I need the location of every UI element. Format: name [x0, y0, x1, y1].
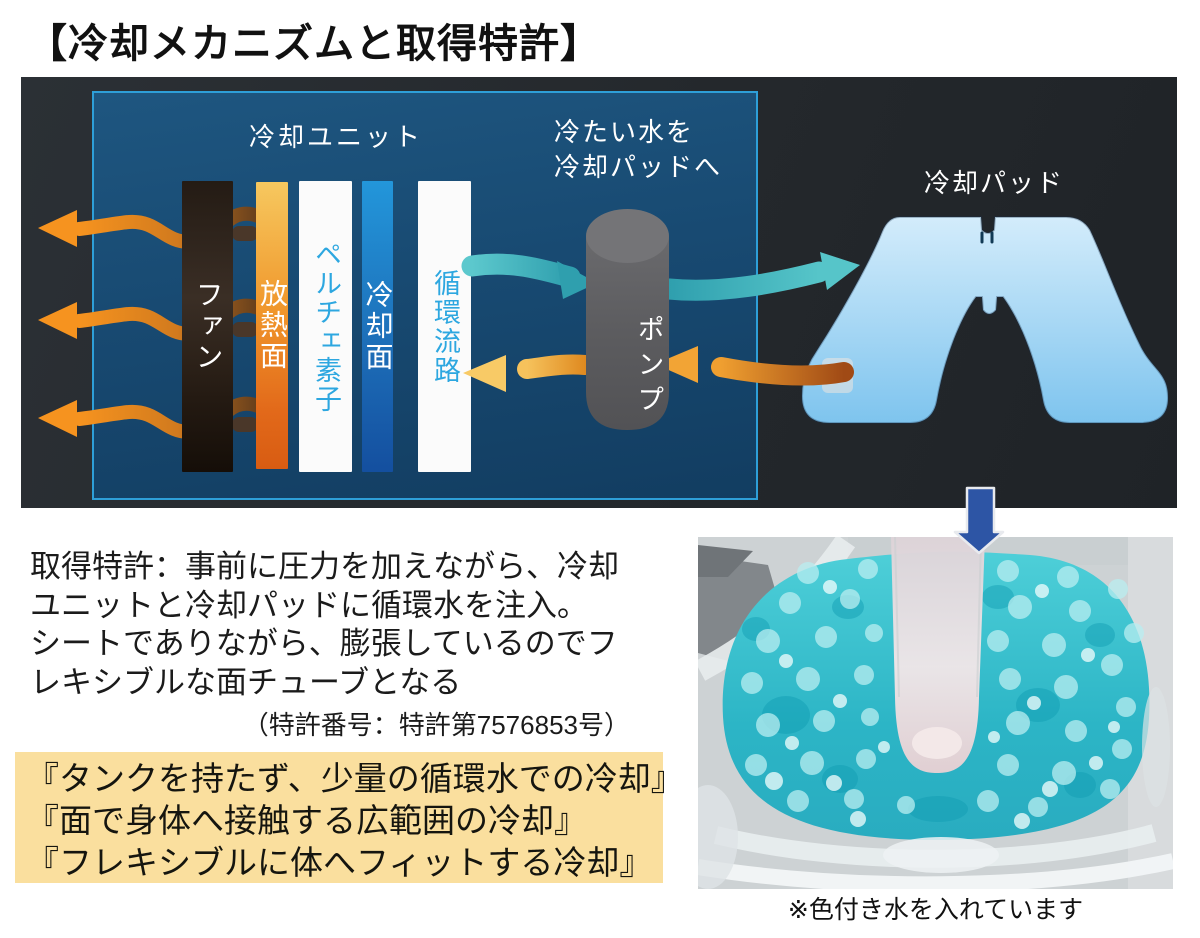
patent-line-2: ユニットと冷却パッドに循環水を注入。	[30, 587, 588, 623]
pump-label-wrap: ポンプ	[613, 287, 683, 447]
patent-line-1: 取得特許：事前に圧力を加えながら、冷却	[30, 549, 619, 584]
bar-fan: ファン	[182, 181, 233, 472]
cold-water-label: 冷たい水を 冷却パッドへ	[554, 115, 722, 185]
cooling-pad-shape	[800, 216, 1170, 424]
bar-heat-dissipation-face: 放熱面	[256, 182, 288, 469]
pump-cylinder	[586, 209, 669, 430]
highlight-line-1: 『タンクを持たず、少量の循環水での冷却』	[26, 760, 684, 797]
return-water-arrow-from-pad	[655, 346, 854, 386]
bar-circulation-channel: 循環流路	[418, 181, 471, 472]
highlight-line-2: 『面で身体へ接触する広範囲の冷却』	[26, 802, 587, 839]
cooling-mechanism-diagram: ファン 放熱面 ペルチェ素子 冷却面 循環流路	[21, 77, 1177, 508]
cold-water-label-line2: 冷却パッドへ	[554, 152, 723, 182]
bar-peltier-label: ペルチェ素子	[311, 239, 341, 414]
bar-cooling-face-label: 冷却面	[362, 280, 394, 373]
patent-line-3: シートでありながら、膨張しているのでフ	[30, 626, 618, 661]
water-circulation-layer	[461, 209, 1170, 430]
photo-caption: ※色付き水を入れています	[787, 896, 1084, 924]
feature-highlight-box: 『タンクを持たず、少量の循環水での冷却』 『面で身体へ接触する広範囲の冷却』 『…	[15, 752, 684, 883]
patent-number: （特許番号：特許第7576853号）	[242, 710, 630, 740]
pump-label: ポンプ	[633, 314, 664, 420]
down-arrow-icon	[953, 486, 1005, 555]
cold-water-label-line1: 冷たい水を	[554, 117, 695, 147]
patent-line-4: レキシブルな面チューブとなる	[30, 664, 462, 700]
patent-description: 取得特許：事前に圧力を加えながら、冷却 ユニットと冷却パッドに循環水を注入。 シ…	[30, 548, 630, 742]
highlight-line-3: 『フレキシブルに体へフィットする冷却』	[26, 844, 653, 881]
bar-cooling-face: 冷却面	[362, 181, 394, 472]
cooling-pad-photo	[698, 537, 1173, 889]
page-title: 【冷却メカニズムと取得特許】	[27, 22, 601, 66]
cold-water-arrow-to-pad	[658, 252, 860, 301]
return-water-arrow-to-channel	[463, 354, 595, 392]
bar-heat-dissipation-label: 放熱面	[257, 279, 288, 372]
bar-circulation-channel-label: 循環流路	[430, 268, 460, 385]
photo-center-channel	[891, 537, 985, 773]
cooling-pad-label: 冷却パッド	[924, 168, 1065, 198]
bar-fan-label: ファン	[192, 280, 224, 373]
cold-water-arrow-to-pump	[461, 253, 597, 299]
bar-peltier-element: ペルチェ素子	[299, 181, 352, 472]
pad-notch-marks	[980, 231, 994, 244]
cooling-unit-label: 冷却ユニット	[249, 122, 424, 152]
